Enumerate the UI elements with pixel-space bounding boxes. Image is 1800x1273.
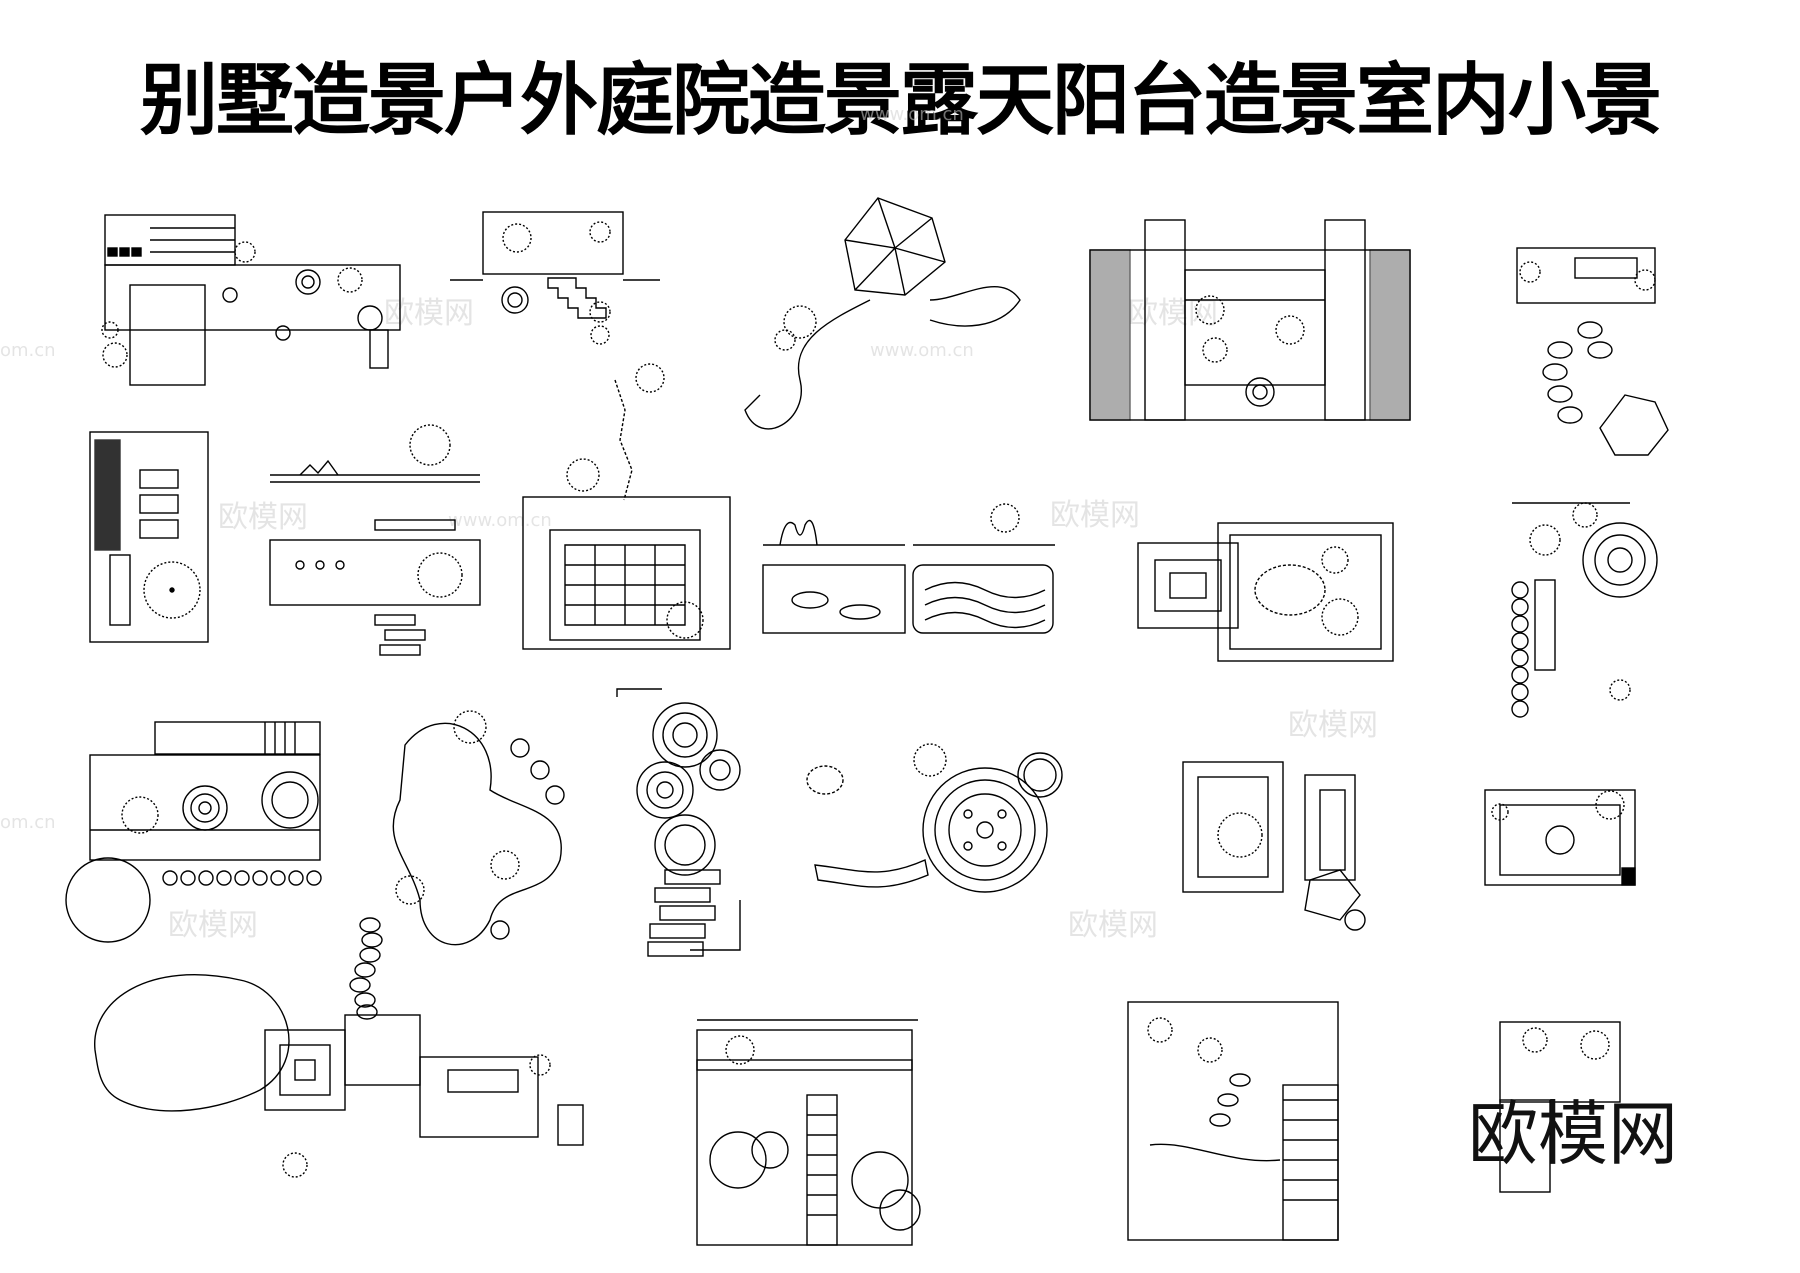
villa-courtyard-plan-1 — [101, 214, 401, 386]
corner-garden-plan-21 — [1499, 1021, 1621, 1193]
watermark: 欧模网 — [168, 908, 258, 943]
paving-pond-plan-12 — [65, 721, 322, 943]
circle-seating-plan-11 — [1511, 502, 1658, 718]
watermark: 欧模网 — [1128, 296, 1218, 331]
deck-patio-plan-16 — [1182, 761, 1366, 931]
page-title: 别墅造景户外庭院造景露天阳台造景室内小景 — [139, 55, 1662, 146]
shelf-landscape-plan-7 — [269, 424, 481, 656]
round-plaza-plan-15 — [806, 743, 1063, 893]
watermark-url: www.om.cn — [870, 340, 974, 361]
gazebo-path-plan-3 — [744, 197, 1021, 430]
watermark: 欧模网 — [1288, 708, 1378, 743]
watermark: 欧模网 — [1050, 498, 1140, 533]
symmetric-courtyard-plan-4 — [1089, 219, 1411, 421]
irregular-yard-plan-20 — [1127, 1001, 1339, 1241]
grid-pool-plan-8 — [522, 363, 731, 650]
stone-island-plan-13 — [392, 710, 565, 946]
terrace-garden-plan-2 — [450, 211, 660, 345]
brand-logo: 欧模网 — [1468, 1093, 1678, 1175]
spiral-paving-plan-14 — [616, 688, 741, 957]
pond-deck-plan-18 — [94, 917, 584, 1178]
watermark: 欧模网 — [1068, 908, 1158, 943]
tray-landscape-plan-9 — [762, 503, 1055, 634]
watermark-url: www.om.cn — [448, 510, 552, 531]
watermark-url: www.om.cn — [860, 104, 964, 125]
square-deck-plan-10 — [1137, 522, 1394, 662]
watermark: 欧模网 — [218, 500, 308, 535]
watermark-url: om.cn — [0, 340, 56, 361]
dining-terrace-plan-17 — [1484, 789, 1636, 886]
watermark: 欧模网 — [384, 296, 474, 331]
narrow-garden-plan-6 — [89, 431, 209, 643]
balcony-plan-5 — [1516, 247, 1669, 456]
lawn-garden-plan-19 — [696, 1019, 921, 1246]
watermark-url: om.cn — [0, 812, 56, 833]
